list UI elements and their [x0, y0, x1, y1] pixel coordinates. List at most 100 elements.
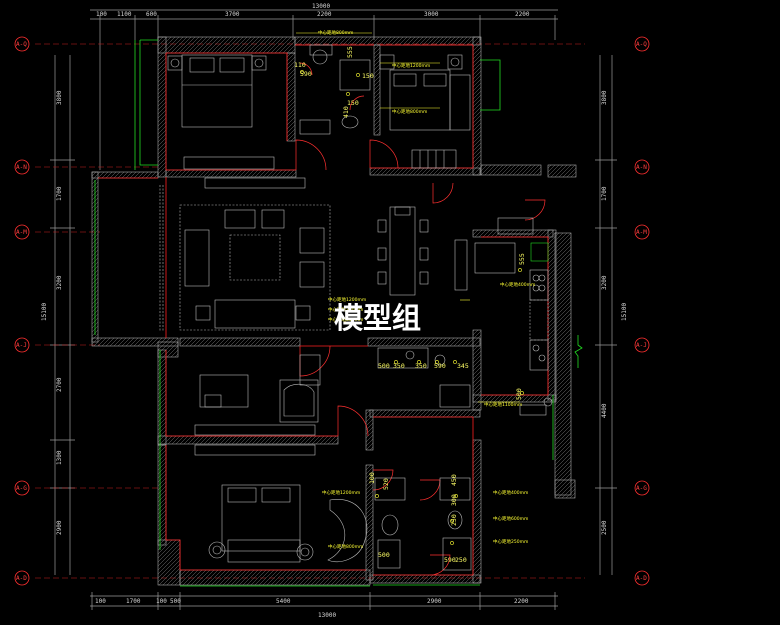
dimension-label: 600: [146, 11, 157, 18]
walls: [91, 36, 577, 586]
dimension-total-right: 15100: [621, 303, 628, 321]
small-dimension: 555: [518, 253, 526, 265]
dimension-label: 3200: [56, 275, 63, 290]
dimension-label: 4400: [601, 403, 608, 418]
doors: [295, 62, 546, 576]
dimension-label: 3000: [424, 11, 439, 18]
height-note: 中心距地1200mm: [322, 489, 360, 496]
grid-bubble: [634, 159, 650, 175]
grid-label: A-N: [16, 164, 27, 171]
dimension-labels-right: 3800 1700 3200 4400 2500: [601, 90, 608, 535]
small-dimension: 500: [378, 551, 390, 559]
dimension-label: 1700: [56, 186, 63, 201]
height-note: 中心距地1200mm: [328, 296, 366, 303]
height-note: 中心距地1200mm: [392, 62, 430, 69]
small-dimension: 500: [515, 388, 523, 400]
dimension-label: 3800: [56, 90, 63, 105]
grid-label: A-M: [636, 229, 647, 236]
watermark: 模型组: [334, 301, 421, 335]
grid-bubble: [14, 570, 30, 586]
break-line: [574, 335, 583, 368]
height-note: 中心距地600mm: [493, 515, 528, 522]
small-dimension: 300: [450, 494, 458, 506]
dimension-label: 2700: [56, 377, 63, 392]
dimension-label: 1700: [126, 598, 141, 605]
small-dimension: 150: [347, 99, 359, 107]
height-note: 中心距地400mm: [500, 281, 535, 288]
small-dimension: 450: [450, 474, 458, 486]
grid-label: A-J: [636, 342, 647, 349]
grid-bubble: [14, 337, 30, 353]
grid-label: A-J: [16, 342, 27, 349]
dimension-label: 3200: [601, 275, 608, 290]
dimension-label: 2200: [317, 11, 332, 18]
grid-bubble: [14, 224, 30, 240]
height-note: 中心距地200mm: [328, 306, 363, 313]
small-dimension: 520: [382, 478, 390, 490]
small-dimension: 250: [455, 556, 467, 564]
dimension-label: 100: [96, 11, 107, 18]
small-dimension: 500: [378, 362, 390, 370]
dimension-label: 500: [170, 598, 181, 605]
dimension-label: 2200: [515, 11, 530, 18]
dimension-label: 100: [95, 598, 106, 605]
dimension-total-top: 13000: [312, 3, 330, 10]
dimension-label: 3700: [225, 11, 240, 18]
small-dimension: 345: [457, 362, 469, 370]
grid-bubble: [634, 224, 650, 240]
wall-outlines: [98, 44, 549, 576]
grid-bubble: [14, 480, 30, 496]
grid-bubbles-left: A-Q A-N A-M A-J A-G A-D: [14, 36, 30, 586]
grid-label: A-G: [16, 485, 27, 492]
grid-bubble: [14, 36, 30, 52]
grid-bubbles-right: A-Q A-N A-M A-J A-G A-D: [634, 36, 650, 586]
dimension-label: 100: [156, 598, 167, 605]
dimension-total-bottom: 13000: [318, 612, 336, 619]
small-dimension: 555: [346, 46, 354, 58]
dimension-label: 2900: [427, 598, 442, 605]
small-dimension: 350: [393, 362, 405, 370]
height-notes: 中心距地800mm 中心距地1200mm 中心距地800mm 中心距地1200mm 中心…: [318, 29, 535, 550]
height-note: 中心距地800mm: [392, 108, 427, 115]
grid-bubble: [634, 570, 650, 586]
dimension-label: 1300: [56, 450, 63, 465]
dimension-label: 1700: [601, 186, 608, 201]
height-note: 中心距地250mm: [493, 538, 528, 545]
dimension-label: 1100: [117, 11, 132, 18]
grid-label: A-D: [636, 575, 647, 582]
grid-bubble: [634, 337, 650, 353]
grid-label: A-G: [636, 485, 647, 492]
dimension-label: 3800: [601, 90, 608, 105]
height-note: 中心距地800mm: [318, 29, 353, 36]
grid-bubble: [634, 480, 650, 496]
small-dimension: 100: [368, 472, 376, 484]
grid-bubble: [14, 159, 30, 175]
grid-bubble: [634, 36, 650, 52]
dimension-label: 2500: [601, 520, 608, 535]
small-dimension: 410: [342, 106, 350, 118]
glazing-lines: [94, 39, 554, 587]
dimension-label: 2900: [56, 520, 63, 535]
height-note: 中心距地800mm: [328, 543, 363, 550]
grid-label: A-D: [16, 575, 27, 582]
dimension-labels-left: 3800 1700 3200 2700 1300 2900: [56, 90, 63, 535]
small-dimension: 350: [415, 362, 427, 370]
small-dimension: 250: [450, 514, 458, 526]
grid-label: A-N: [636, 164, 647, 171]
small-dimension: 590: [444, 556, 456, 564]
dimension-frame: [50, 9, 617, 610]
grid-label: A-Q: [16, 41, 27, 48]
dimension-label: 5400: [276, 598, 291, 605]
small-dimension: 590: [300, 70, 312, 78]
small-dimensions-vertical: 555 410 555 500 100 520 450 300 250: [342, 46, 526, 526]
dimension-total-left: 15100: [41, 303, 48, 321]
grid-label: A-Q: [636, 41, 647, 48]
grid-label: A-M: [16, 229, 27, 236]
small-dimension: 150: [362, 72, 374, 80]
small-dimension: 110: [294, 61, 306, 69]
furniture: [159, 44, 553, 571]
height-note: 中心距地1100mm: [484, 401, 522, 408]
